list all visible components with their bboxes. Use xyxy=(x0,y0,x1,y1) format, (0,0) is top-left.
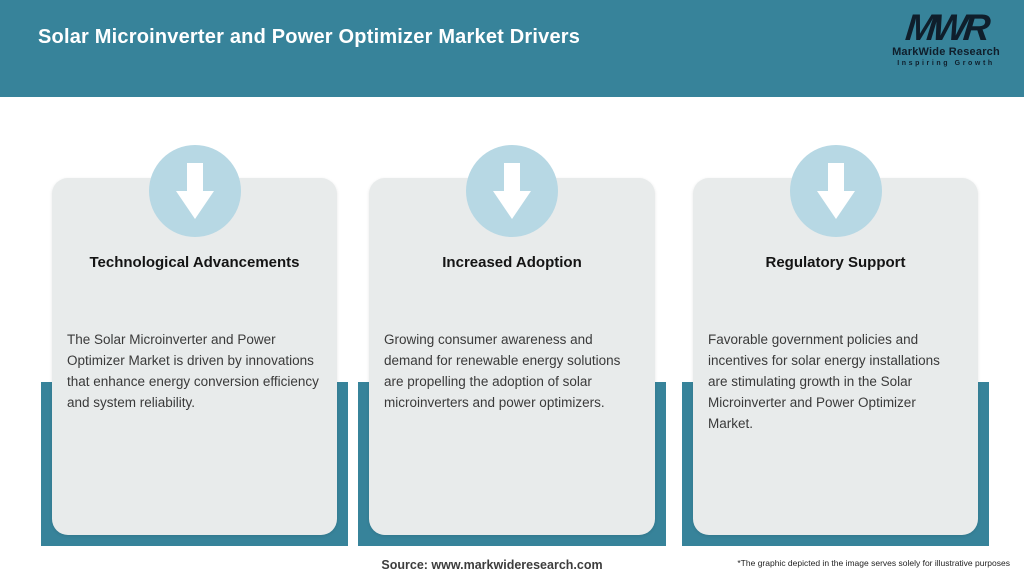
driver-card-group-technological-advancements: Technological Advancements The Solar Mic… xyxy=(41,145,348,546)
logo-tagline: Inspiring Growth xyxy=(897,60,995,67)
header-banner: Solar Microinverter and Power Optimizer … xyxy=(0,0,1024,97)
card-description: Growing consumer awareness and demand fo… xyxy=(384,332,621,410)
card-title: Regulatory Support xyxy=(765,254,906,271)
down-arrow-icon xyxy=(148,145,241,237)
card-description: Favorable government policies and incent… xyxy=(708,332,940,431)
logo-company-name: MarkWide Research xyxy=(892,46,1000,58)
markwide-research-logo: MWR MarkWide Research Inspiring Growth xyxy=(886,7,1006,68)
source-attribution: Source: www.markwideresearch.com xyxy=(381,558,603,572)
logo-acronym: MWR xyxy=(903,7,989,48)
driver-card-group-regulatory-support: Regulatory Support Favorable government … xyxy=(682,145,989,546)
page-title: Solar Microinverter and Power Optimizer … xyxy=(38,26,581,48)
driver-card-group-increased-adoption: Increased Adoption Growing consumer awar… xyxy=(358,145,666,546)
driver-card: Technological Advancements The Solar Mic… xyxy=(52,178,337,535)
down-arrow-icon xyxy=(466,145,558,237)
down-arrow-icon xyxy=(789,145,882,237)
driver-card: Increased Adoption Growing consumer awar… xyxy=(369,178,655,535)
driver-card: Regulatory Support Favorable government … xyxy=(693,178,978,535)
card-title: Increased Adoption xyxy=(442,254,582,271)
card-description: The Solar Microinverter and Power Optimi… xyxy=(67,332,319,410)
card-title: Technological Advancements xyxy=(89,254,300,271)
disclaimer-note: *The graphic depicted in the image serve… xyxy=(737,558,1010,568)
